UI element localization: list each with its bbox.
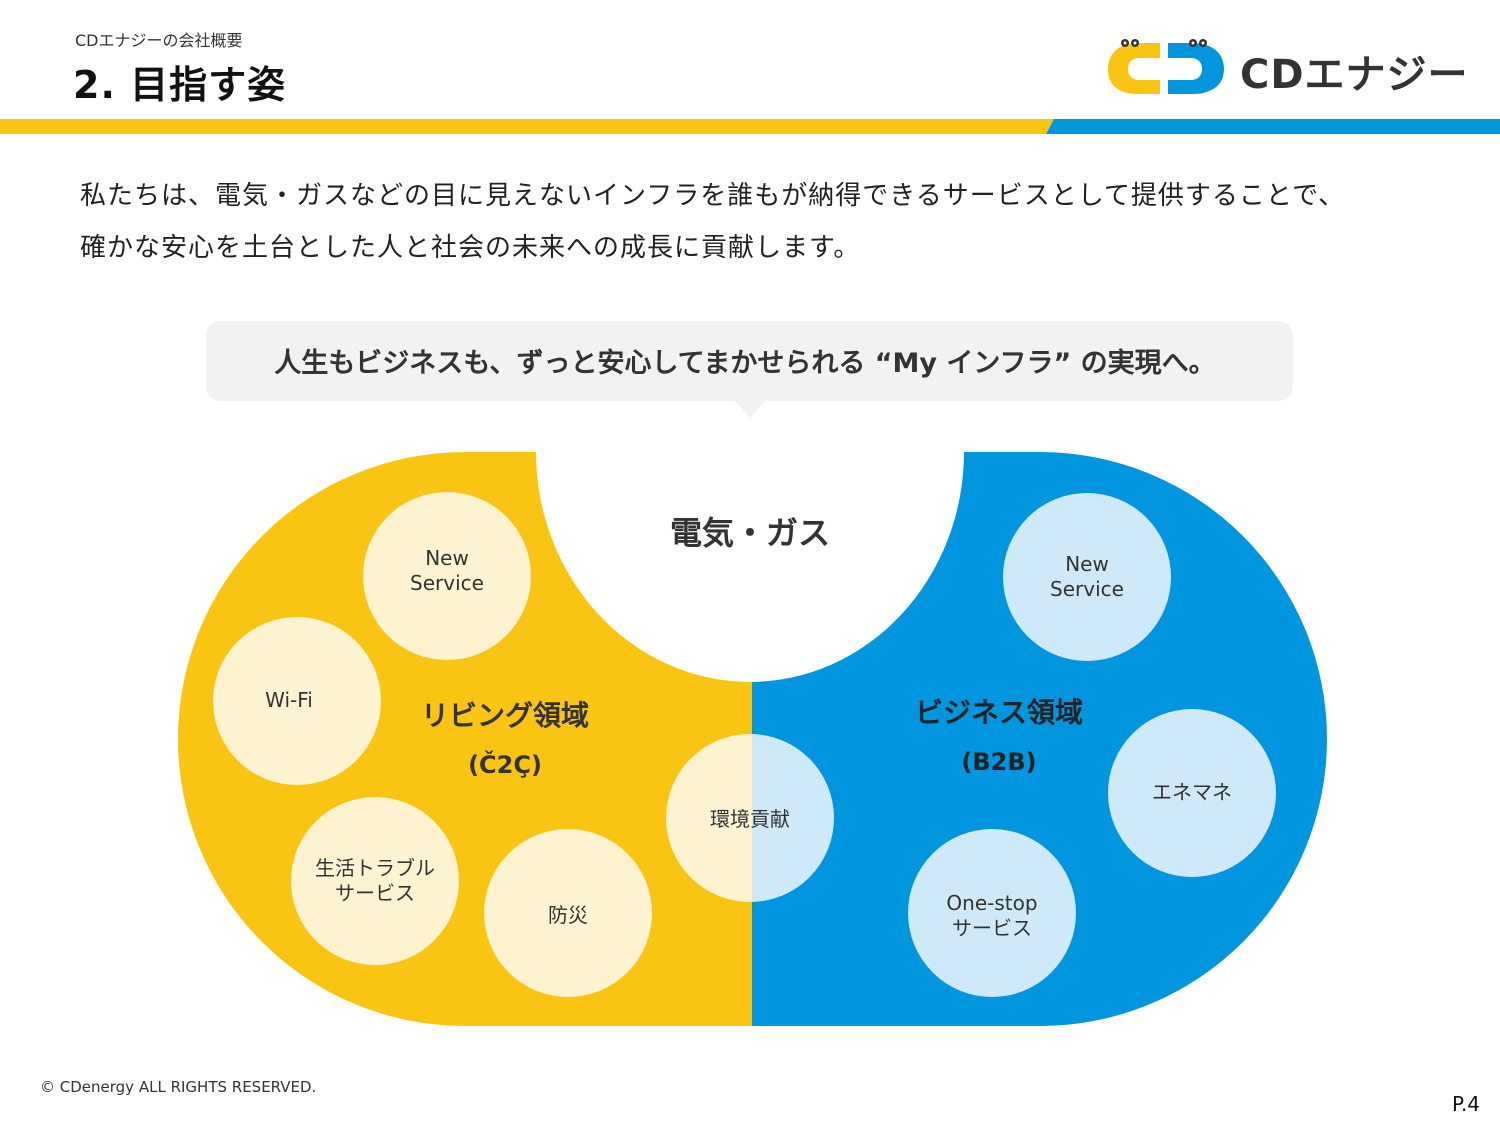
infrastructure-diagram: 人生もビジネスも、ずっと安心してまかせられる “My インフラ” の実現へ。 電… — [178, 321, 1327, 1026]
energy-management-label: エネマネ — [1152, 780, 1232, 804]
business-new-service-label-2: Service — [1050, 577, 1124, 601]
copyright: © CDenergy ALL RIGHTS RESERVED. — [40, 1078, 317, 1096]
environment-label: 環境貢献 — [710, 807, 790, 831]
wifi-label: Wi-Fi — [265, 688, 313, 712]
one-stop-circle: One-stop サービス — [908, 829, 1076, 997]
disaster-prevention-circle: 防災 — [484, 829, 652, 997]
mission-statement: 私たちは、電気・ガスなどの目に見えないインフラを誰もが納得できるサービスとして提… — [80, 170, 1460, 274]
mission-line-1: 私たちは、電気・ガスなどの目に見えないインフラを誰もが納得できるサービスとして提… — [80, 181, 1346, 211]
living-domain-title: リビング領域 — [421, 699, 589, 732]
vision-callout: 人生もビジネスも、ずっと安心してまかせられる “My インフラ” の実現へ。 — [206, 321, 1293, 418]
page-number: P.4 — [1452, 1092, 1481, 1116]
life-trouble-circle: 生活トラブル サービス — [291, 797, 459, 965]
life-trouble-label-2: サービス — [335, 881, 415, 905]
disaster-prevention-label: 防災 — [548, 903, 588, 927]
one-stop-label-1: One-stop — [946, 891, 1037, 915]
center-label: 電気・ガス — [670, 514, 830, 552]
living-new-service-label-1: New — [425, 546, 469, 570]
business-new-service-label-1: New — [1065, 552, 1109, 576]
wifi-circle: Wi-Fi — [213, 617, 381, 785]
logo-mark-icon — [1108, 39, 1224, 94]
business-new-service-circle: New Service — [1003, 493, 1171, 661]
vision-callout-text: 人生もビジネスも、ずっと安心してまかせられる “My インフラ” の実現へ。 — [274, 347, 1215, 379]
header-stripe — [0, 119, 1500, 134]
breadcrumb: CDエナジーの会社概要 — [75, 31, 243, 50]
business-domain-subtitle: (B2B) — [961, 748, 1036, 776]
page-title: 2. 目指す姿 — [73, 63, 287, 107]
life-trouble-label-1: 生活トラブル — [315, 856, 435, 880]
living-new-service-circle: New Service — [363, 492, 531, 660]
company-logo: CDエナジー — [1098, 36, 1468, 98]
mission-line-2: 確かな安心を土台とした人と社会の未来への成長に貢献します。 — [80, 233, 861, 263]
center-cutout — [536, 452, 964, 682]
logo-wordmark: CDエナジー — [1240, 52, 1469, 98]
one-stop-label-2: サービス — [952, 916, 1032, 940]
living-new-service-label-2: Service — [410, 571, 484, 595]
energy-management-circle: エネマネ — [1108, 709, 1276, 877]
business-domain-title: ビジネス領域 — [915, 696, 1083, 729]
living-domain-subtitle: (Č2Ç) — [468, 749, 542, 779]
environment-circle: 環境貢献 — [666, 734, 834, 902]
